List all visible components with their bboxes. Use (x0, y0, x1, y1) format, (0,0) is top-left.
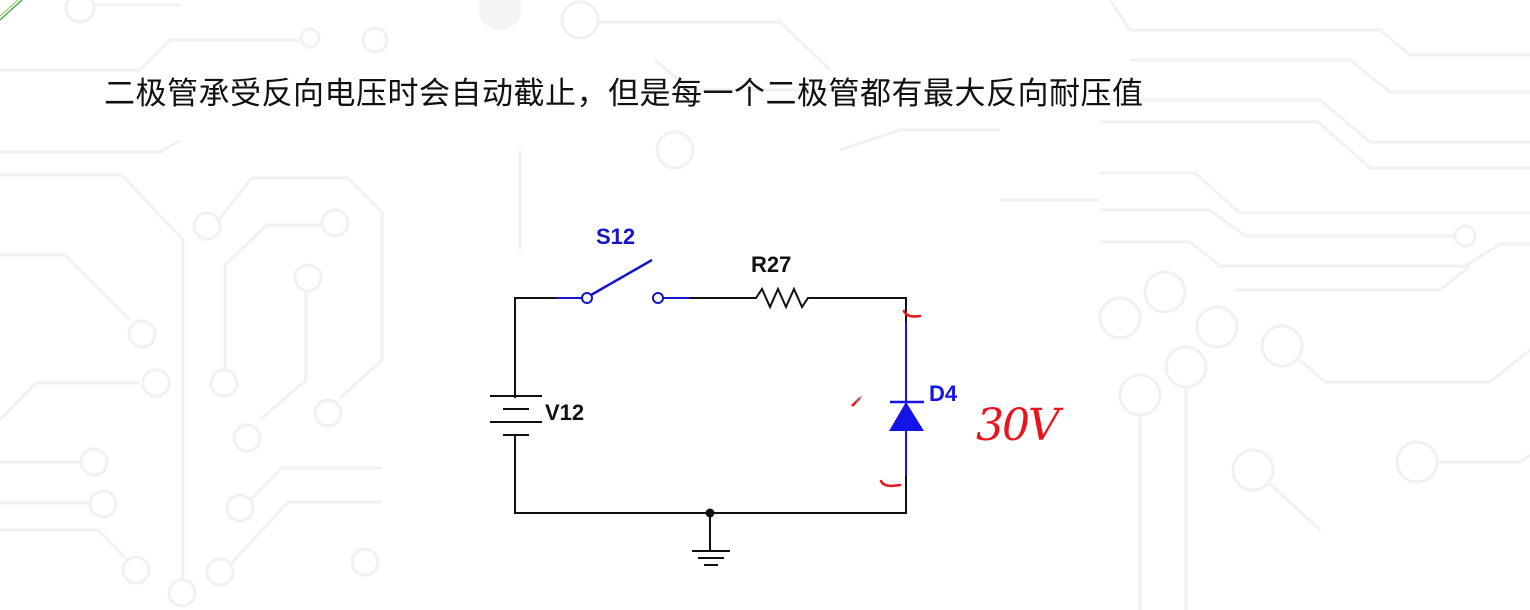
pen-cursor-icon (851, 395, 863, 407)
wire-battery-bottom (514, 436, 907, 514)
reverse-polarity-mark-bottom (879, 479, 902, 488)
resistor-r27 (750, 286, 810, 310)
switch-s12[interactable] (556, 258, 690, 304)
slide-headline: 二极管承受反向电压时会自动截止，但是每一个二极管都有最大反向耐压值 (104, 76, 1144, 112)
wire-left-top (514, 297, 556, 398)
diode-d4 (889, 322, 924, 484)
handwritten-30v: 30V (976, 400, 1064, 451)
resistor-label: R27 (751, 252, 791, 277)
battery-label: V12 (545, 400, 584, 425)
junction-dot (705, 508, 715, 518)
handwritten-annotation (879, 309, 922, 488)
wire-resistor-right (810, 297, 907, 322)
reverse-polarity-mark-top (902, 309, 922, 318)
ground-icon (692, 550, 730, 566)
battery-v12 (490, 395, 542, 436)
switch-label: S12 (596, 224, 635, 249)
diode-label: D4 (929, 381, 958, 406)
